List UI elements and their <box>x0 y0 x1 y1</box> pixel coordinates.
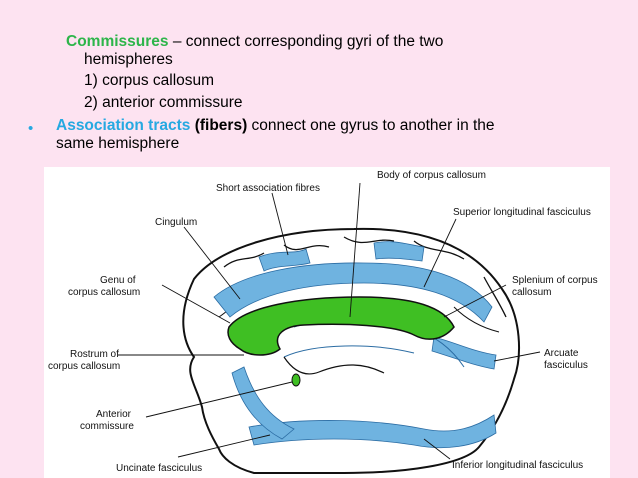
short-association-fibers <box>258 241 425 272</box>
label-genu-1: Genu of <box>100 275 136 286</box>
label-rostrum-1: Rostrum of <box>70 349 119 360</box>
label-short-assoc: Short association fibres <box>216 183 320 194</box>
label-splenium-1: Splenium of corpus <box>512 275 598 286</box>
anterior-commissure-mark <box>291 373 301 387</box>
label-arcuate-2: fasciculus <box>544 360 588 371</box>
corpus-callosum <box>227 296 455 356</box>
cingulum-fibers <box>213 262 493 323</box>
bullet-icon: • <box>28 120 34 137</box>
inferior-longitudinal-fibers <box>248 414 497 449</box>
commissure-item-2: 2) anterior commissure <box>84 94 243 111</box>
label-genu-2: corpus callosum <box>68 287 140 298</box>
label-sup-long: Superior longitudinal fasciculus <box>453 207 591 218</box>
commissures-term: Commissures <box>66 33 169 50</box>
commissures-continuation: hemispheres <box>84 51 173 68</box>
label-arcuate-1: Arcuate <box>544 348 579 359</box>
arcuate-fibers <box>431 336 497 370</box>
commissures-line: Commissures – connect corresponding gyri… <box>66 33 443 51</box>
association-continuation: same hemisphere <box>56 135 180 152</box>
label-anterior-2: commissure <box>80 421 134 432</box>
label-rostrum-2: corpus callosum <box>48 361 120 372</box>
label-uncinate: Uncinate fasciculus <box>116 463 202 474</box>
association-definition: connect one gyrus to another in the <box>247 117 495 134</box>
brain-tract-diagram: Body of corpus callosum Short associatio… <box>44 167 610 478</box>
brain-diagram-svg: Body of corpus callosum Short associatio… <box>48 170 598 474</box>
uncinate-fibers <box>231 366 295 440</box>
label-anterior-1: Anterior <box>96 409 132 420</box>
label-body-cc: Body of corpus callosum <box>377 170 486 181</box>
label-inf-long: Inferior longitudinal fasciculus <box>452 460 583 471</box>
commissure-item-1: 1) corpus callosum <box>84 72 215 89</box>
association-line: Association tracts (fibers) connect one … <box>56 117 495 135</box>
association-paren: (fibers) <box>190 117 248 134</box>
label-cingulum: Cingulum <box>155 217 197 228</box>
label-splenium-2: callosum <box>512 287 551 298</box>
association-term: Association tracts <box>56 117 191 134</box>
commissures-definition: – connect corresponding gyri of the two <box>168 33 444 50</box>
